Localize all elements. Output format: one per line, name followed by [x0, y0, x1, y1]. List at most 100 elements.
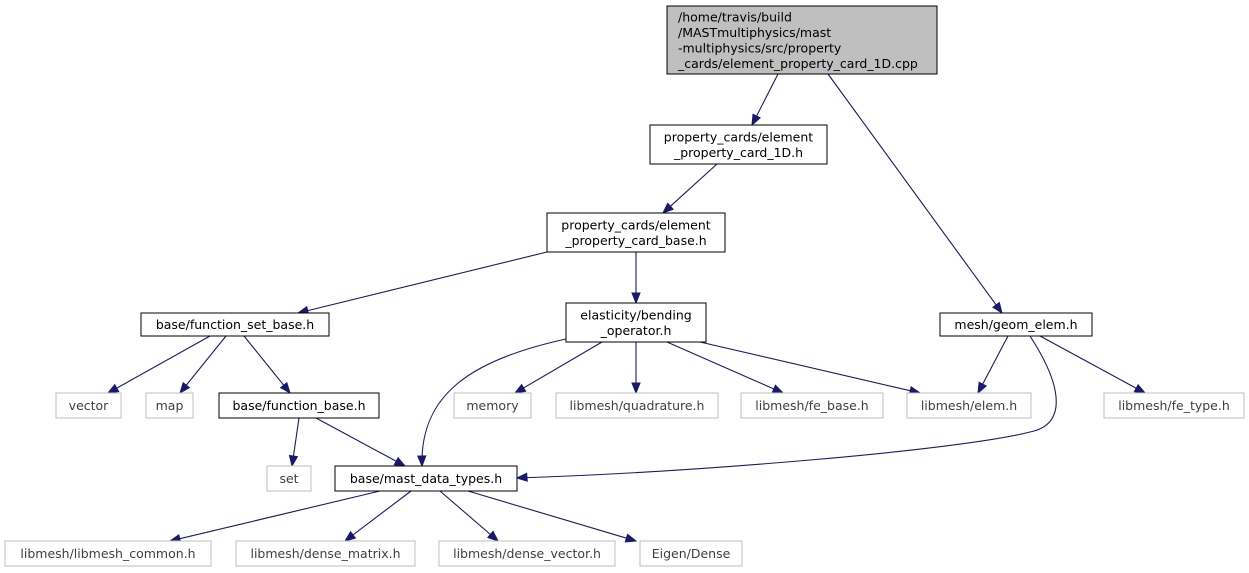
node-label-line: elasticity/bending — [580, 307, 691, 322]
node-quad: libmesh/quadrature.h — [555, 392, 719, 419]
node-box — [546, 212, 726, 253]
arrowhead-icon — [106, 383, 120, 394]
node-box — [939, 312, 1093, 337]
node-box — [145, 392, 194, 419]
node-label-line: _property_card_base.h — [564, 233, 706, 248]
edge-bendop-to-elem — [699, 341, 922, 396]
edge-fsetbase-to-fbase — [243, 335, 291, 395]
edge-fsetbase-to-vector — [106, 335, 211, 394]
edge-line — [439, 490, 492, 536]
edge-epcbase-to-bendop — [631, 252, 641, 305]
node-label-line: libmesh/fe_type.h — [1118, 398, 1230, 413]
edge-line — [467, 490, 628, 539]
node-label-line: libmesh/fe_base.h — [755, 398, 868, 413]
node-label-line: mesh/geom_elem.h — [954, 317, 1077, 332]
arrowhead-icon — [279, 381, 291, 395]
node-label-line: property_cards/element — [561, 217, 711, 232]
arrowhead-icon — [631, 292, 641, 305]
node-label-line: libmesh/dense_matrix.h — [250, 546, 400, 561]
node-epc1d[interactable]: property_cards/element_property_card_1D.… — [649, 124, 828, 165]
node-root[interactable]: /home/travis/build/MASTmultiphysics/mast… — [666, 5, 938, 75]
node-box — [4, 540, 212, 567]
edge-geomelem-to-elem — [977, 335, 1009, 395]
node-box — [55, 392, 122, 419]
node-label-line: base/function_base.h — [232, 398, 365, 413]
node-epcbase[interactable]: property_cards/element_property_card_bas… — [546, 212, 726, 253]
node-map: map — [145, 392, 194, 419]
node-febase: libmesh/fe_base.h — [740, 392, 884, 419]
arrowhead-icon — [343, 530, 357, 542]
arrowhead-icon — [515, 472, 528, 482]
node-fbase[interactable]: base/function_base.h — [218, 392, 380, 419]
node-mdt[interactable]: base/mast_data_types.h — [334, 465, 518, 492]
edge-geomelem-to-fetype — [1039, 335, 1147, 394]
node-box — [565, 302, 707, 343]
edge-line — [421, 338, 567, 467]
node-box — [555, 392, 719, 419]
arrowhead-icon — [417, 455, 427, 468]
edge-line — [178, 490, 381, 540]
edge-line — [115, 335, 211, 390]
edge-bendop-to-quad — [631, 342, 641, 395]
node-box — [218, 392, 380, 419]
arrowhead-icon — [991, 301, 1003, 315]
edge-line — [315, 417, 398, 463]
edge-geomelem-to-mdt — [515, 335, 1057, 482]
node-box — [740, 392, 884, 419]
node-label-line: libmesh/quadrature.h — [570, 398, 705, 413]
edge-fbase-to-set — [288, 417, 300, 468]
node-label-line: map — [156, 398, 184, 413]
node-label-line: memory — [466, 398, 519, 413]
arrowhead-icon — [977, 381, 988, 395]
edge-root-to-epc1d — [751, 73, 779, 127]
edge-line — [827, 73, 998, 307]
edge-line — [981, 335, 1009, 386]
edge-fbase-to-mdt — [315, 417, 407, 467]
node-label-line: base/mast_data_types.h — [350, 471, 502, 486]
node-box — [438, 540, 616, 567]
node-memory: memory — [453, 392, 532, 419]
node-label-line: libmesh/dense_vector.h — [453, 546, 601, 561]
edge-line — [522, 341, 603, 389]
node-geomelem[interactable]: mesh/geom_elem.h — [939, 312, 1093, 337]
node-box — [266, 465, 312, 492]
edge-line — [669, 163, 718, 208]
node-vector: vector — [55, 392, 122, 419]
node-dmat: libmesh/dense_matrix.h — [235, 540, 416, 567]
edge-mdt-to-dvec — [439, 490, 500, 542]
node-elem: libmesh/elem.h — [906, 392, 1032, 419]
edge-line — [755, 73, 779, 118]
node-box — [140, 312, 330, 337]
edge-root-to-geomelem — [827, 73, 1003, 315]
node-dvec: libmesh/dense_vector.h — [438, 540, 616, 567]
arrowhead-icon — [624, 533, 638, 543]
edge-line — [243, 335, 285, 387]
node-box — [649, 124, 828, 165]
edge-epc1d-to-epcbase — [662, 163, 718, 214]
edge-line — [351, 490, 412, 537]
node-label-line: /home/travis/build — [678, 9, 792, 24]
node-eigen: Eigen/Dense — [639, 540, 743, 567]
node-label-line: libmesh/elem.h — [921, 398, 1017, 413]
edge-epcbase-to-fsetbase — [296, 251, 548, 316]
arrowhead-icon — [662, 202, 674, 214]
edge-bendop-to-mdt — [417, 338, 567, 468]
arrowhead-icon — [486, 530, 500, 542]
node-label-line: libmesh/libmesh_common.h — [20, 546, 195, 561]
node-label-line: _operator.h — [600, 323, 672, 338]
node-box — [235, 540, 416, 567]
node-bendop[interactable]: elasticity/bending_operator.h — [565, 302, 707, 343]
node-set: set — [266, 465, 312, 492]
nodes-layer: /home/travis/build/MASTmultiphysics/mast… — [4, 5, 1245, 567]
node-box — [906, 392, 1032, 419]
arrowhead-icon — [1133, 383, 1147, 394]
node-label-line: vector — [69, 398, 110, 413]
node-fsetbase[interactable]: base/function_set_base.h — [140, 312, 330, 337]
edge-mdt-to-dmat — [343, 490, 412, 542]
node-label-line: base/function_set_base.h — [156, 317, 314, 332]
arrowhead-icon — [288, 454, 299, 468]
node-fetype: libmesh/fe_type.h — [1103, 392, 1245, 419]
node-box — [639, 540, 743, 567]
node-box — [666, 5, 938, 75]
